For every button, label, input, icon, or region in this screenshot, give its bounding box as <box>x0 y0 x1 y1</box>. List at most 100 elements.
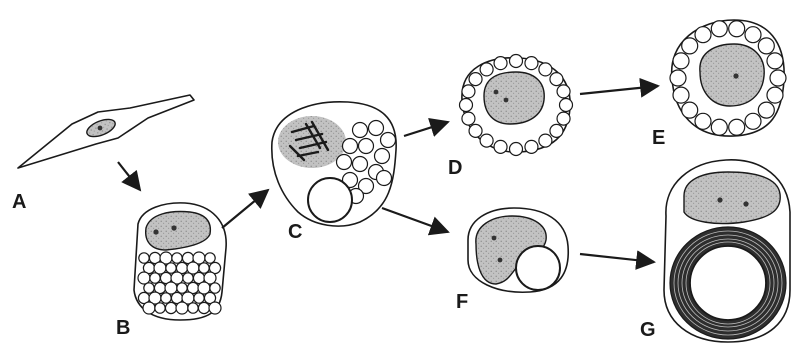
label-b: B <box>116 317 130 339</box>
cell-c-droplet <box>359 139 374 154</box>
cell-d <box>460 55 573 156</box>
cell-c-droplet <box>375 149 390 164</box>
cell-c-droplet <box>353 123 368 138</box>
cell-d-droplet <box>550 73 563 86</box>
cell-f-lipid-droplet <box>516 246 560 290</box>
cell-d-nucleus <box>484 72 544 124</box>
arrow-c-to-f <box>382 208 448 232</box>
cell-d-droplet <box>462 112 475 125</box>
cell-e-droplet <box>695 27 711 43</box>
cell-b-droplet <box>177 283 187 293</box>
cell-b-droplet <box>139 253 149 263</box>
cell-b-droplet <box>143 302 155 314</box>
label-f: F <box>456 291 468 313</box>
cell-d-droplet <box>510 143 523 156</box>
cell-e-droplet <box>711 119 727 135</box>
cell-c-droplet <box>369 121 384 136</box>
cell-b-droplet <box>176 302 188 314</box>
cell-b <box>134 203 226 320</box>
cell-g-nucleolus-1 <box>717 197 722 202</box>
cell-g-lipid-droplet <box>690 246 766 320</box>
label-g: G <box>640 319 656 341</box>
cell-d-droplet <box>560 99 573 112</box>
cell-b-droplet <box>155 303 165 313</box>
cell-d-droplet <box>480 63 493 76</box>
cell-b-droplet <box>144 283 154 293</box>
cell-b-nucleolus-1 <box>153 229 158 234</box>
arrow-f-to-g <box>580 254 654 262</box>
cell-d-droplet <box>469 73 482 86</box>
cell-c-droplet <box>353 157 368 172</box>
cell-e-droplet <box>695 113 711 129</box>
cell-d-droplet <box>462 85 475 98</box>
cell-d-droplet <box>539 134 552 147</box>
cell-c-large-droplet <box>308 178 352 222</box>
label-e: E <box>652 127 665 149</box>
cell-b-droplet <box>161 293 171 303</box>
cell-e-droplet <box>729 119 745 135</box>
cell-b-droplet <box>210 283 220 293</box>
cell-f <box>468 208 568 292</box>
cell-e-droplet <box>767 87 783 103</box>
cell-b-droplet <box>150 273 160 283</box>
cell-b-droplet <box>183 273 193 283</box>
cell-b-droplet <box>188 303 198 313</box>
cell-b-droplet <box>209 302 221 314</box>
label-d: D <box>448 157 462 179</box>
arrow-b-to-c <box>222 190 268 228</box>
cell-e-droplet <box>758 102 774 118</box>
cell-b-droplet <box>205 253 215 263</box>
cell-e-droplet <box>745 27 761 43</box>
cell-e-droplet <box>767 53 783 69</box>
cell-b-droplet <box>194 293 204 303</box>
cell-d-droplet <box>469 124 482 137</box>
cell-e-droplet <box>758 38 774 54</box>
cell-d-droplet <box>557 85 570 98</box>
cell-d-droplet <box>557 112 570 125</box>
cell-e-droplet <box>729 21 745 37</box>
cell-b-droplet <box>166 263 176 273</box>
cell-d-droplet <box>525 140 538 153</box>
cell-f-nucleolus-2 <box>498 258 503 263</box>
cell-e <box>670 20 786 136</box>
cell-e-nucleolus <box>733 73 738 78</box>
cell-d-nucleolus-1 <box>494 90 499 95</box>
cell-c-droplet <box>343 139 358 154</box>
cell-e-droplet <box>745 113 761 129</box>
cell-b-droplet <box>138 272 150 284</box>
cell-b-droplet <box>198 302 209 313</box>
cell-d-droplet <box>510 55 523 68</box>
cell-g-nucleus <box>684 172 780 224</box>
cell-e-droplet <box>670 70 686 86</box>
cell-d-droplet <box>539 63 552 76</box>
cell-d-droplet <box>494 57 507 70</box>
cell-c-droplet <box>377 171 392 186</box>
cell-d-nucleolus-2 <box>504 98 509 103</box>
cell-e-nucleus <box>700 44 764 106</box>
cell-d-droplet <box>494 140 507 153</box>
label-a: A <box>12 191 26 213</box>
arrow-c-to-d <box>404 122 448 136</box>
arrow-a-to-b <box>118 162 140 190</box>
arrow-d-to-e <box>580 86 658 94</box>
cell-b-droplets <box>138 252 221 314</box>
cell-e-droplet <box>682 38 698 54</box>
cell-e-droplet <box>711 21 727 37</box>
cell-e-droplet <box>770 70 786 86</box>
cell-d-droplet <box>525 57 538 70</box>
cell-c <box>272 102 396 226</box>
cell-c-droplet <box>337 155 352 170</box>
cell-g <box>664 160 790 342</box>
cell-b-droplet <box>165 302 176 313</box>
cell-e-droplet <box>673 87 689 103</box>
cell-a-nucleolus <box>98 126 103 131</box>
cell-d-droplet <box>480 134 493 147</box>
cell-g-nucleolus-2 <box>743 201 748 206</box>
cell-a <box>18 95 194 168</box>
cell-d-droplet <box>460 99 473 112</box>
cell-e-droplet <box>682 102 698 118</box>
label-c: C <box>288 221 302 243</box>
cell-c-droplet <box>381 133 396 148</box>
cell-f-nucleolus-1 <box>492 236 497 241</box>
